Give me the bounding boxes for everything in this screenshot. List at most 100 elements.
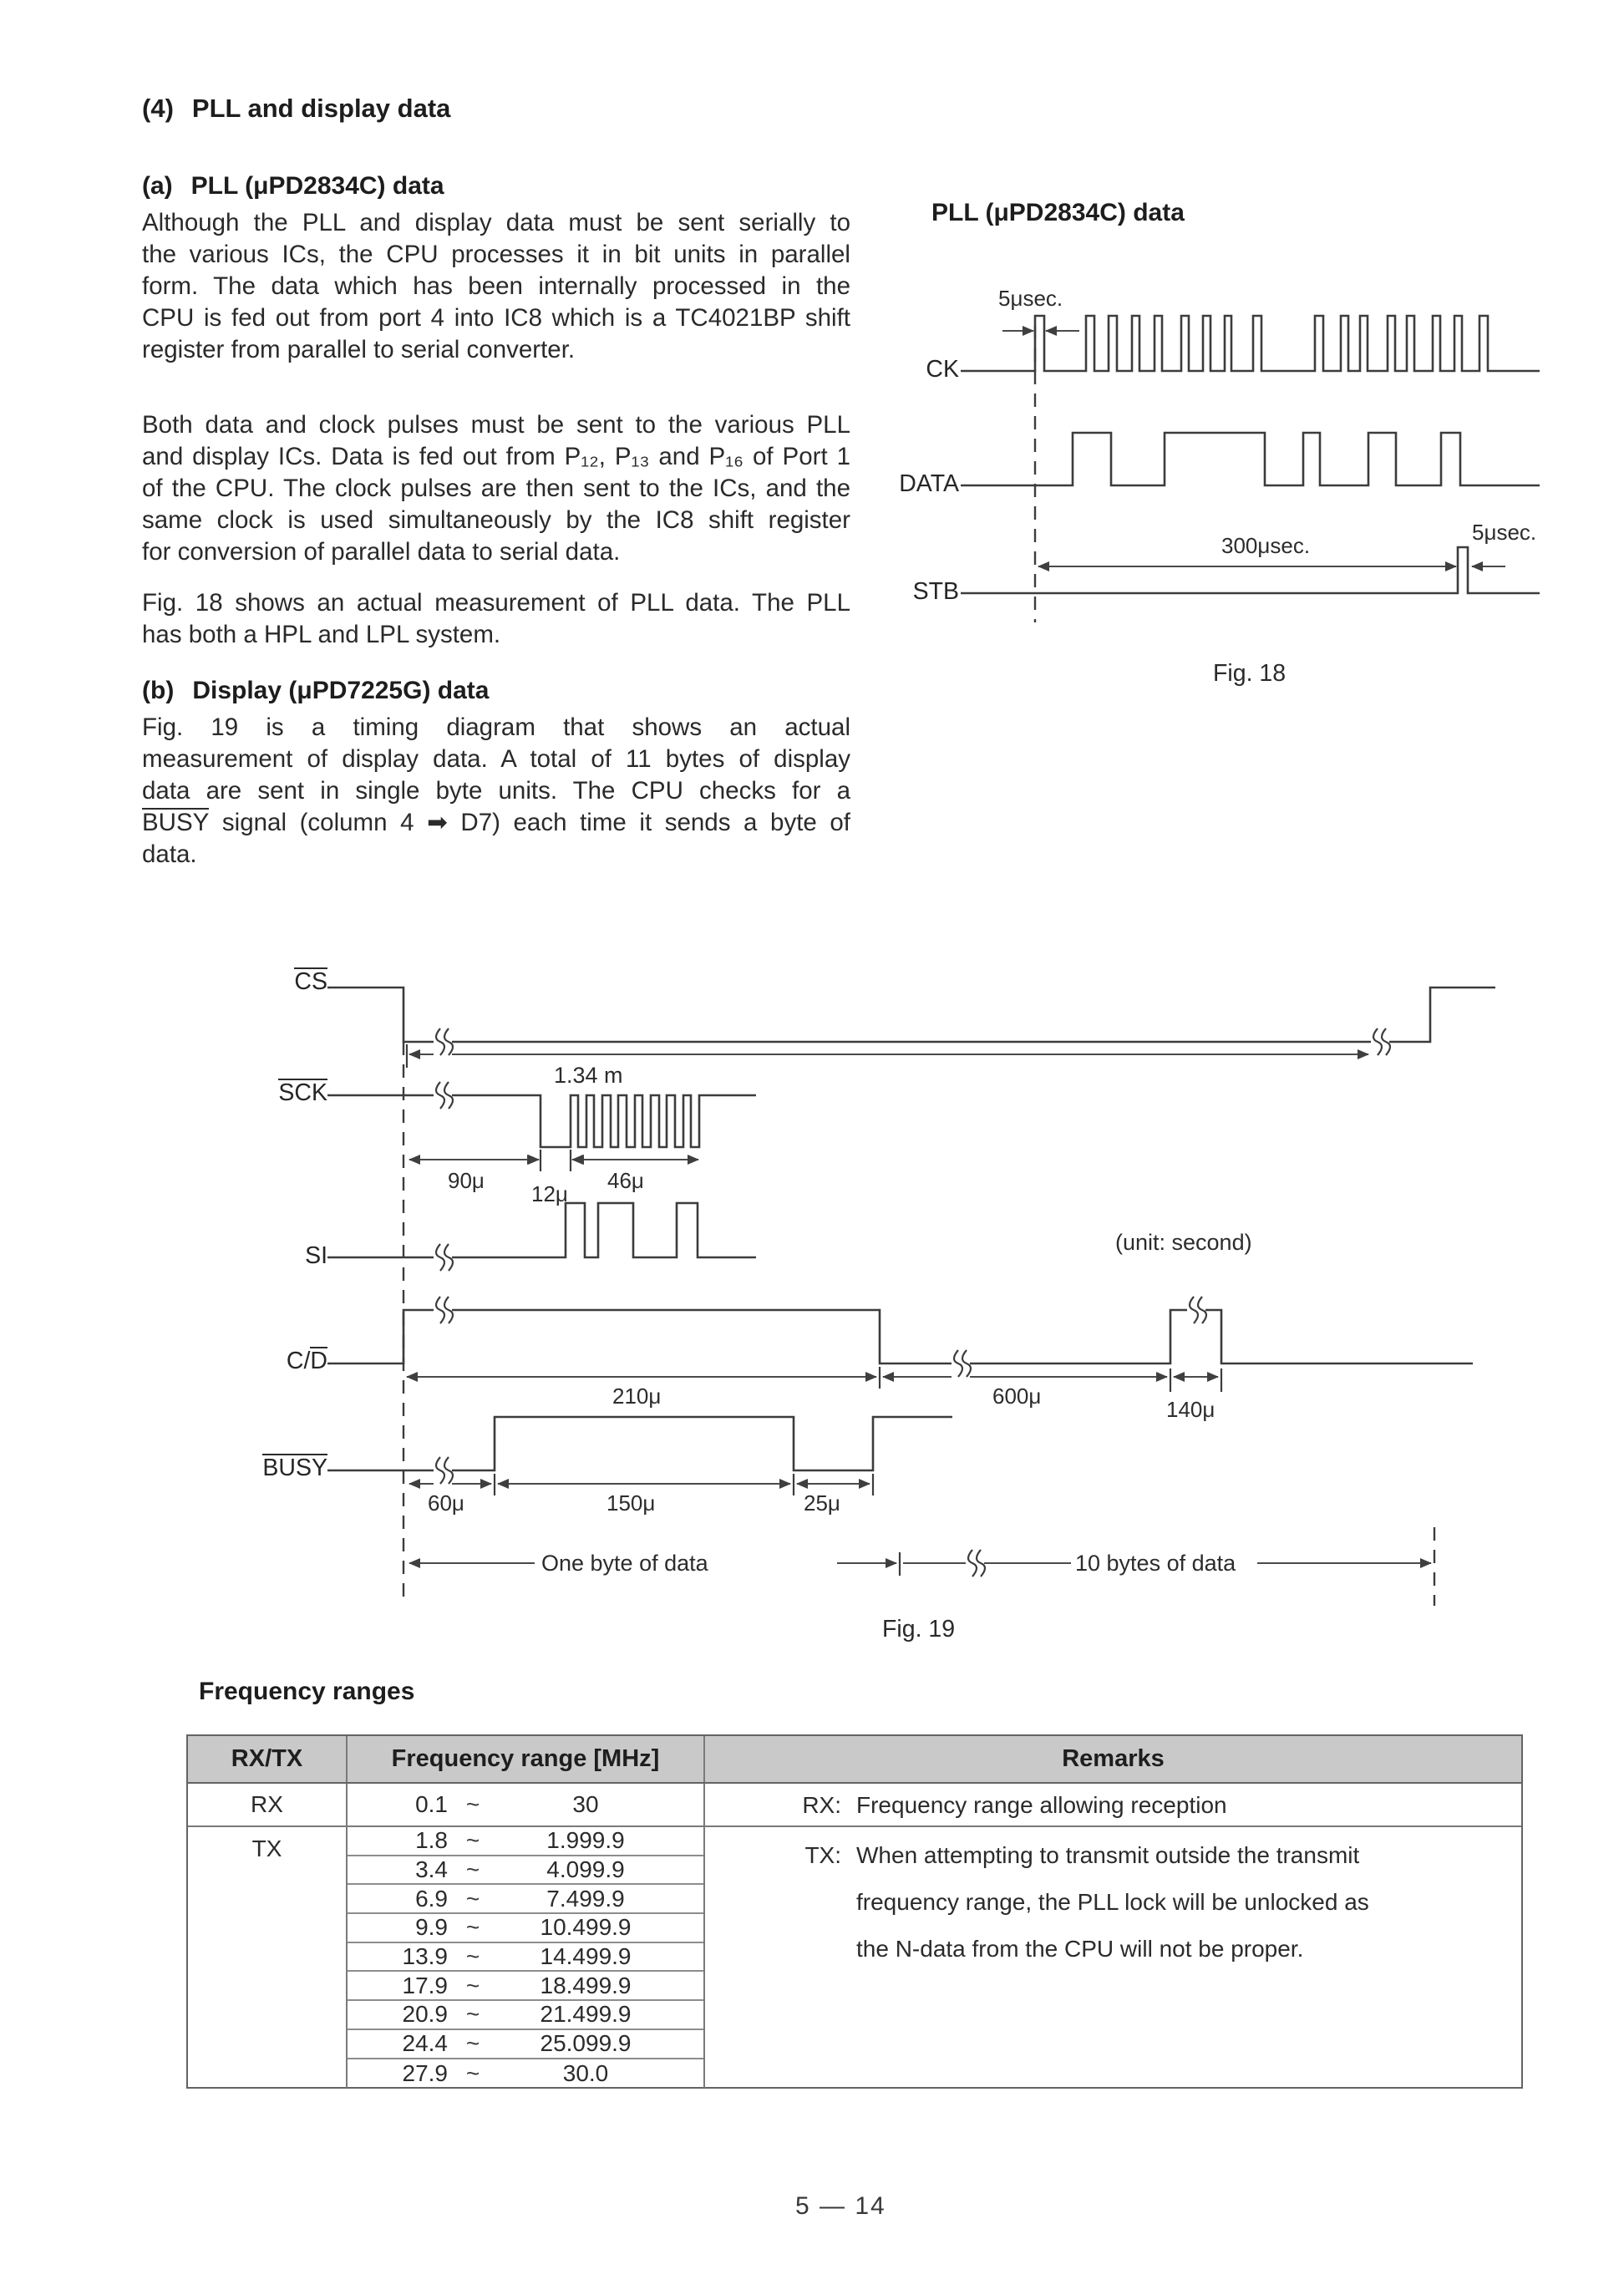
fig19-caption: Fig. 19 <box>882 1616 956 1643</box>
tx-range-high: 25.099.9 <box>540 2030 632 2057</box>
fig19-sck-signal-label: SCK <box>244 1079 327 1107</box>
fig18-data-signal-label: DATA <box>899 470 959 497</box>
tx-ranges-cell: 1.8~1.999.9 3.4~4.099.9 6.9~7.499.9 9.9~… <box>348 1827 705 2088</box>
fig19-46u-label: 46μ <box>607 1168 644 1193</box>
tx-remark-line: the N-data from the CPU will not be prop… <box>856 1936 1304 1962</box>
fig18-caption: Fig. 18 <box>1213 660 1287 687</box>
text-line: form. The data which has been internally… <box>142 272 850 300</box>
tx-remark-line: frequency range, the PLL lock will be un… <box>856 1889 1369 1915</box>
tilde: ~ <box>465 1791 480 1817</box>
tx-range-low: 6.9 <box>415 1885 448 1912</box>
tx-range-high: 30.0 <box>562 2059 609 2086</box>
busy-overlined-word: BUSY <box>142 808 210 836</box>
tilde: ~ <box>465 1885 480 1912</box>
section-number: (4) <box>142 94 174 123</box>
rx-mode: RX <box>251 1791 283 1817</box>
text-line: and display ICs. Data is fed out from P₁… <box>142 443 850 470</box>
tx-range-high: 1.999.9 <box>546 1827 625 1854</box>
header-remarks: Remarks <box>1062 1745 1165 1772</box>
text-line-rest: signal (column 4 ➡ D7) each time it send… <box>209 809 850 836</box>
busy-overlined: BUSY <box>262 1454 327 1481</box>
text-line: measurement of display data. A total of … <box>142 745 850 773</box>
tilde: ~ <box>465 1856 480 1883</box>
fig19-ten-bytes-label: 10 bytes of data <box>1075 1551 1236 1576</box>
tilde: ~ <box>465 1914 480 1941</box>
tx-range-low: 20.9 <box>402 2001 449 2028</box>
rx-remark-cell: RX: Frequency range allowing reception <box>705 1784 1521 1825</box>
text-line: for conversion of parallel data to seria… <box>142 538 621 566</box>
fig19-90u-label: 90μ <box>448 1168 485 1193</box>
tx-range-high: 10.499.9 <box>540 1914 632 1941</box>
tx-range-high: 14.499.9 <box>540 1943 632 1970</box>
section-heading: (4) PLL and display data <box>142 94 450 124</box>
fig19-600u-label: 600μ <box>992 1384 1042 1409</box>
tx-remark-cell: TX: When attempting to transmit outside … <box>705 1827 1521 2088</box>
tx-range-low: 3.4 <box>415 1856 448 1883</box>
text-line: data are sent in single byte units. The … <box>142 777 850 805</box>
freq-table-title: Frequency ranges <box>199 1678 415 1705</box>
rx-range-cell: 0.1 ~ 30 <box>348 1784 705 1825</box>
fig19-210u-label: 210μ <box>612 1384 662 1409</box>
paragraph-pll-intro: Although the PLL and display data must b… <box>142 207 850 366</box>
tx-range-high: 18.499.9 <box>540 1972 632 1998</box>
rx-mode-cell: RX <box>188 1784 348 1825</box>
tx-mode-cell: TX <box>188 1827 348 2088</box>
fig18-ck-pulse-width-label: 5μsec. <box>998 286 1063 311</box>
cd-d-overlined: D <box>310 1347 327 1374</box>
section-title: PLL and display data <box>191 94 451 123</box>
paragraph-display-data: Fig. 19 is a timing diagram that shows a… <box>142 712 850 871</box>
rx-remark-text: Frequency range allowing reception <box>856 1792 1227 1818</box>
rx-range-low: 0.1 <box>415 1791 448 1817</box>
fig18-ck-signal-label: CK <box>926 356 959 383</box>
frequency-table: RX/TX Frequency range [MHz] Remarks RX 0… <box>186 1734 1523 2089</box>
sck-overlined: SCK <box>278 1079 327 1106</box>
tx-range-low: 13.9 <box>402 1943 449 1970</box>
tilde: ~ <box>465 1943 480 1970</box>
fig19-140u-label: 140μ <box>1166 1397 1215 1422</box>
paragraph-clock-pulses: Both data and clock pulses must be sent … <box>142 409 850 568</box>
text-line: Fig. 18 shows an actual measurement of P… <box>142 589 850 617</box>
table-header-row: RX/TX Frequency range [MHz] Remarks <box>188 1736 1521 1784</box>
cs-overlined: CS <box>294 967 327 995</box>
tilde: ~ <box>465 2030 480 2057</box>
tx-range-low: 27.9 <box>402 2059 449 2086</box>
text-line: Although the PLL and display data must b… <box>142 209 850 236</box>
rx-remark-label: RX: <box>802 1792 841 1818</box>
fig19-busy-signal-label: BUSY <box>244 1454 327 1482</box>
text-line: BUSY signal (column 4 ➡ D7) each time it… <box>142 807 850 839</box>
header-frequency-range: Frequency range [MHz] <box>348 1736 705 1782</box>
subsection-b-number: (b) <box>142 677 175 704</box>
tx-range-high: 21.499.9 <box>540 2001 632 2028</box>
text-line: Fig. 19 is a timing diagram that shows a… <box>142 713 850 741</box>
fig19-cs-signal-label: CS <box>244 967 327 996</box>
text-line: Both data and clock pulses must be sent … <box>142 411 850 439</box>
fig19-si-signal-label: SI <box>305 1242 327 1269</box>
text-line: CPU is fed out from port 4 into IC8 whic… <box>142 304 850 332</box>
fig19-cd-signal-label: C/D <box>244 1347 327 1375</box>
fig18-waveforms <box>961 314 1540 622</box>
tx-range-low: 17.9 <box>402 1972 449 1998</box>
text-line: has both a HPL and LPL system. <box>142 621 501 648</box>
fig19-150u-label: 150μ <box>606 1490 656 1516</box>
tx-remark-label: TX: <box>804 1842 841 1868</box>
fig19-one-byte-label: One byte of data <box>541 1551 708 1576</box>
fig18-title: PLL (μPD2834C) data <box>931 199 1185 226</box>
tx-range-low: 24.4 <box>402 2030 449 2057</box>
page-number: 5 — 14 <box>795 2192 886 2220</box>
rx-range-high: 30 <box>572 1791 599 1817</box>
text-line: same clock is used simultaneously by the… <box>142 506 850 534</box>
fig19-cs-low-duration-label: 1.34 m <box>554 1063 623 1088</box>
fig19-unit-note: (unit: second) <box>1115 1230 1252 1255</box>
tilde: ~ <box>465 2059 480 2086</box>
subsection-b-heading: (b) Display (μPD7225G) data <box>142 677 489 705</box>
tilde: ~ <box>465 2001 480 2028</box>
tx-range-high: 7.499.9 <box>546 1885 625 1912</box>
fig19-60u-label: 60μ <box>428 1490 464 1516</box>
cd-pre: C/ <box>286 1348 311 1374</box>
text-line: the various ICs, the CPU processes it in… <box>142 241 850 268</box>
tilde: ~ <box>465 1827 480 1854</box>
subsection-a-heading: (a)PLL (μPD2834C) data <box>142 172 444 201</box>
subsection-b-title: Display (μPD7225G) data <box>192 677 490 704</box>
